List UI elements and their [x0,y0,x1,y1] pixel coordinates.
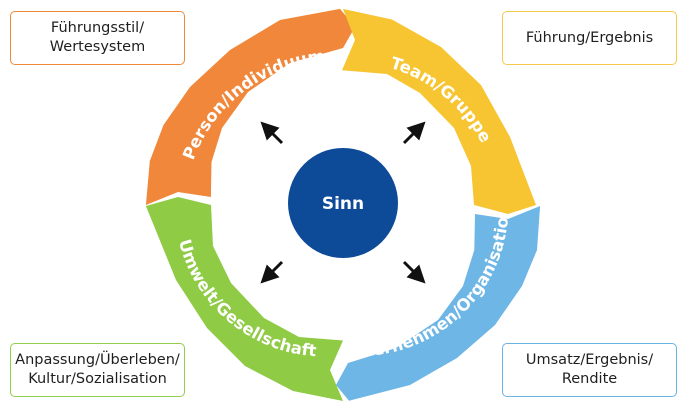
segment-umwelt-gesellschaft [145,197,343,401]
segment-team-gruppe [342,8,536,215]
segment-unternehmen-organisation [336,206,541,401]
box-person-line-1: Führungsstil/ [50,20,145,37]
arrow-down-right-icon [402,260,426,284]
box-person-note: Führungsstil/ Wertesystem [10,11,185,65]
arrow-up-left-icon [260,121,284,145]
arrow-down-left-icon [260,260,284,284]
center-label: Sinn [322,194,364,214]
box-person-line-2: Wertesystem [49,39,146,55]
arrow-up-right-icon [402,121,426,145]
box-organisation-note: Umsatz/Ergebnis/ Rendite [502,343,677,397]
box-organisation-line-1: Umsatz/Ergebnis/ [525,352,654,369]
box-umwelt-note: Anpassung/Überleben/ Kultur/Sozialisatio… [10,343,185,397]
box-umwelt-line-1: Anpassung/Überleben/ [15,352,180,369]
center-circle-sinn [288,148,398,258]
box-team-note: Führung/Ergebnis [502,11,677,65]
box-team-line-1: Führung/Ergebnis [525,29,654,46]
box-organisation-line-2: Rendite [561,371,618,387]
segment-person-individuum [145,8,355,206]
box-umwelt-line-2: Kultur/Sozialisation [28,371,167,387]
